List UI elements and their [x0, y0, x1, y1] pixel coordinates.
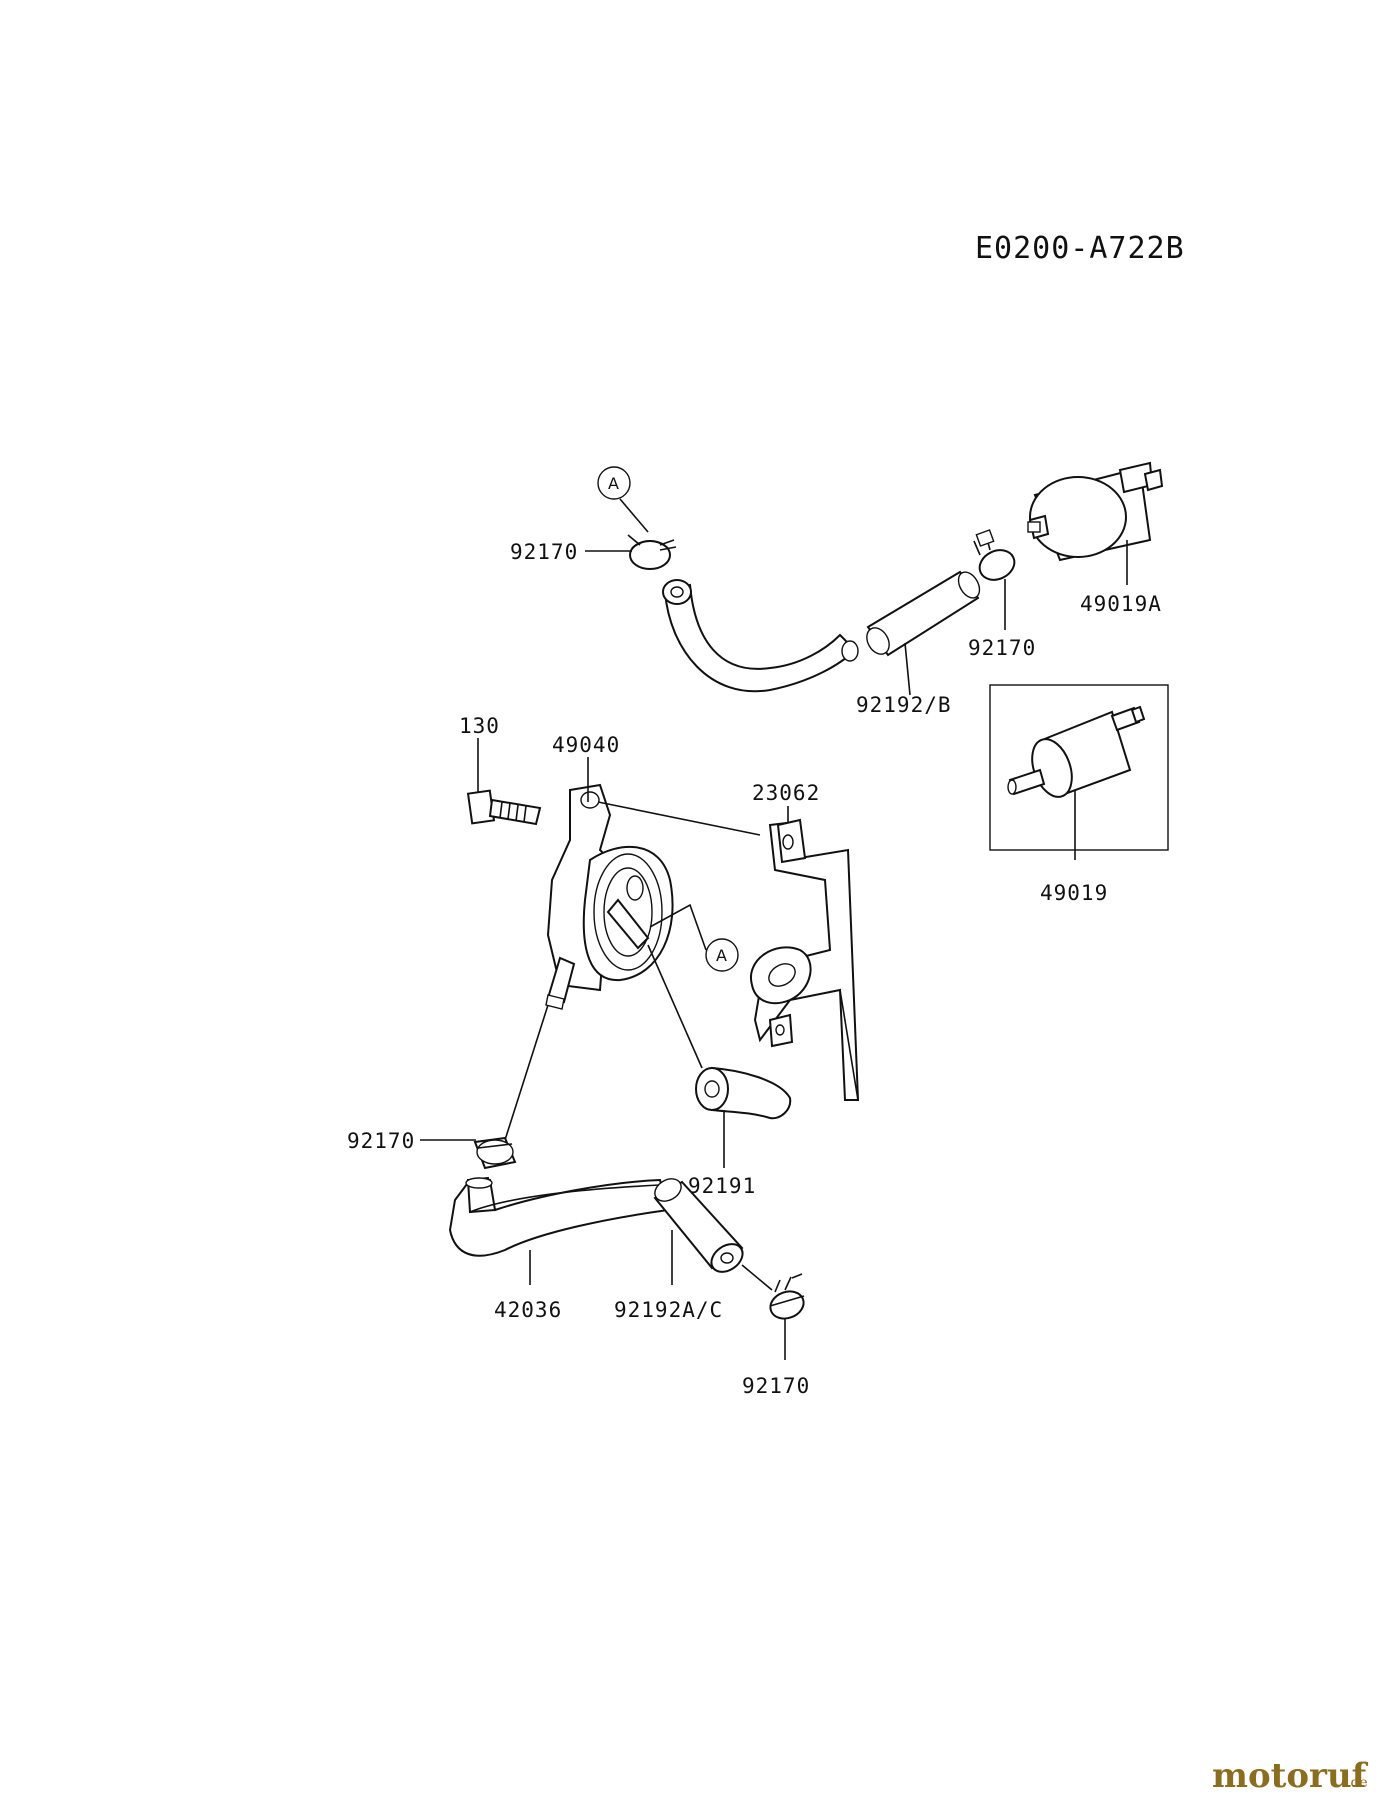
label-filter: 49019 [1040, 881, 1108, 905]
label-clamp-bottom: 92170 [742, 1374, 810, 1398]
ref-marker-a-middle: A [649, 903, 739, 972]
watermark-logo: motoruf .de [1212, 1756, 1369, 1796]
label-clamp-top: 92170 [510, 540, 578, 564]
leader-pump-bracket [597, 801, 761, 836]
hose-clamp-top [627, 534, 677, 570]
hose-clamp-left [473, 1136, 517, 1170]
watermark-tld: .de [1346, 1775, 1368, 1791]
label-clamp-right: 92170 [968, 636, 1036, 660]
label-pipe: 42036 [494, 1298, 562, 1322]
bracket-23062 [749, 818, 860, 1101]
label-cap: 92191 [688, 1174, 756, 1198]
fuel-hose-upper-left [662, 579, 859, 693]
leader-pump-clamp-left [504, 1004, 549, 1141]
label-hose-ac: 92192A/C [614, 1298, 723, 1322]
label-clamp-left: 92170 [347, 1129, 415, 1153]
label-hose-b: 92192/B [856, 693, 952, 717]
fuel-filter-49019 [1007, 705, 1146, 798]
hose-clamp-bottom [769, 1273, 805, 1320]
svg-text:A: A [608, 474, 619, 493]
leader-hose-clamp-bottom [741, 1264, 773, 1291]
svg-text:A: A [716, 946, 727, 965]
fuel-hose-b [866, 570, 981, 657]
label-bolt: 130 [459, 714, 500, 738]
fuel-filter-49019a [1027, 461, 1164, 562]
hose-cap-92191 [695, 1066, 792, 1120]
fuel-pump-49040 [545, 783, 674, 1010]
fuel-hose-ac [653, 1178, 744, 1273]
leader-pump-cap [647, 944, 703, 1069]
fuel-pipe-42036 [448, 1176, 670, 1257]
ref-marker-a-top: A [597, 466, 649, 533]
bolt-130 [466, 789, 542, 826]
diagram-code: E0200-A722B [975, 231, 1185, 266]
label-pump: 49040 [552, 733, 620, 757]
watermark-brand: motoruf [1212, 1756, 1369, 1796]
label-filter-a: 49019A [1080, 592, 1162, 616]
leader-hose-b [904, 642, 911, 696]
label-bracket: 23062 [752, 781, 820, 805]
hose-clamp-right [973, 529, 1016, 581]
